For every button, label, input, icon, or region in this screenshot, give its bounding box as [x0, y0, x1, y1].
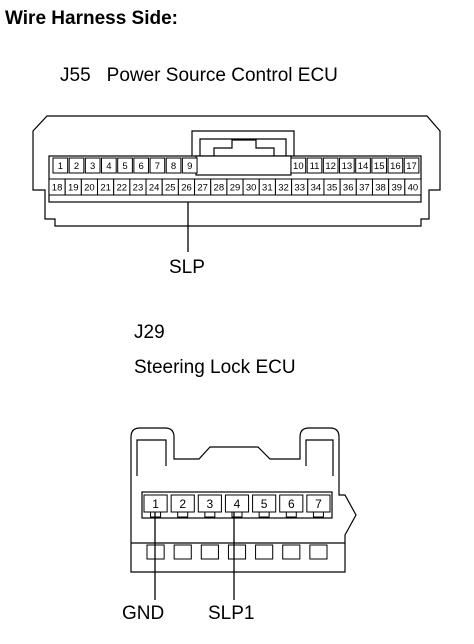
- j55-pin-6-number: 6: [139, 161, 144, 172]
- j55-pin-14-cell: [355, 157, 371, 174]
- j55-pin-4-cell: [101, 157, 117, 174]
- slp1-terminal-label: SLP1: [208, 603, 255, 624]
- j55-pin-3-cell: [84, 157, 101, 174]
- j55-pin-10-cell: [290, 157, 307, 174]
- j55-connector-label: J55 Power Source Control ECU: [60, 66, 338, 85]
- j29-pin-6-number: 6: [288, 497, 295, 511]
- j55-pin-15-cell: [371, 157, 388, 174]
- j55-pin-4-number: 4: [106, 161, 111, 172]
- j55-pin-11-cell: [306, 157, 323, 174]
- j55-pin-39-number: 39: [391, 182, 402, 193]
- j55-lock-tab: [213, 139, 275, 156]
- j55-pin-3-number: 3: [90, 161, 95, 172]
- j55-lock-inner: [199, 138, 287, 156]
- j29-slot-7: [309, 544, 328, 560]
- j29-connector-name: Steering Lock ECU: [134, 357, 296, 378]
- j55-pin-13-cell: [339, 157, 355, 174]
- j29-slot-2: [173, 544, 192, 560]
- j55-pin-8-number: 8: [171, 161, 176, 172]
- j29-slot-5: [255, 544, 274, 560]
- j29-pin-6-tab: [285, 511, 297, 518]
- j55-pin-33-number: 33: [294, 182, 305, 193]
- j55-pin-8-cell: [165, 157, 182, 174]
- j29-pin-1-number: 1: [152, 497, 159, 511]
- j29-right-latch: [305, 439, 334, 476]
- j55-pin-40-cell: [404, 178, 422, 196]
- j55-pin-12-cell: [322, 157, 339, 174]
- j55-pin-14-number: 14: [358, 161, 369, 172]
- j55-pin-16-number: 16: [390, 161, 401, 172]
- j55-pin-35-number: 35: [327, 182, 338, 193]
- j55-pin-21-number: 21: [100, 182, 111, 193]
- j29-slot-3: [200, 544, 219, 560]
- j29-pin-frame: [141, 491, 333, 519]
- j29-pin-2-number: 2: [179, 497, 186, 511]
- j29-pin-7-tab: [312, 511, 324, 518]
- j55-pin-7-number: 7: [155, 161, 160, 172]
- j29-pin-4-number: 4: [234, 497, 241, 511]
- j55-pin-19-number: 19: [68, 182, 79, 193]
- j55-pin-27-number: 27: [197, 182, 208, 193]
- j29-housing-outline: [130, 427, 357, 573]
- j29-slot-4: [227, 544, 247, 560]
- j55-pin-38-number: 38: [375, 182, 386, 193]
- j55-pin-6-cell: [133, 157, 150, 174]
- j55-pin-40-number: 40: [408, 182, 419, 193]
- j55-pin-5-cell: [117, 157, 133, 174]
- j55-pin-25-number: 25: [165, 182, 176, 193]
- j55-pin-1-cell: [52, 157, 69, 174]
- j55-pin-29-number: 29: [230, 182, 241, 193]
- j55-pin-30-number: 30: [246, 182, 257, 193]
- j55-pin-32-number: 32: [278, 182, 289, 193]
- j55-connector-name: Power Source Control ECU: [106, 65, 338, 86]
- j55-pin-17-cell: [403, 157, 420, 174]
- j55-pin-12-number: 12: [325, 161, 336, 172]
- j55-pin-2-number: 2: [74, 161, 79, 172]
- j55-pin-9-number: 9: [187, 161, 192, 172]
- j55-pin-28-number: 28: [214, 182, 225, 193]
- j55-pin-23-number: 23: [133, 182, 144, 193]
- j55-housing-outline: [32, 115, 441, 227]
- j29-connector: 1 2 3 4 5 6 7: [130, 427, 357, 573]
- j55-pin-24-number: 24: [149, 182, 160, 193]
- j55-center-gap: [195, 155, 292, 176]
- j55-pin-9-cell: [181, 157, 198, 174]
- j55-pin-5-number: 5: [122, 161, 127, 172]
- j55-pin-2-cell: [68, 157, 85, 174]
- j55-pin-17-number: 17: [406, 161, 417, 172]
- j29-pin-5-number: 5: [261, 497, 268, 511]
- j55-pin-31-number: 31: [262, 182, 273, 193]
- j55-lock-outer: [191, 130, 295, 156]
- j55-pin-22-number: 22: [116, 182, 127, 193]
- j55-pin-18-number: 18: [52, 182, 63, 193]
- j29-pin-7-number: 7: [315, 497, 322, 511]
- j29-pin-4-tab: [231, 511, 243, 518]
- j29-pin-3-tab: [204, 511, 216, 518]
- j55-pin-34-number: 34: [311, 182, 322, 193]
- j29-pin-3-number: 3: [207, 497, 214, 511]
- j55-pin-15-number: 15: [374, 161, 385, 172]
- j55-connector-code: J55: [60, 65, 91, 86]
- j55-pin-13-number: 13: [342, 161, 353, 172]
- j55-pin-20-number: 20: [84, 182, 95, 193]
- j29-pin-5-tab: [258, 511, 270, 518]
- slp-terminal-label: SLP: [169, 257, 205, 278]
- j29-pin-2-tab: [177, 511, 189, 518]
- j55-pin-10-number: 10: [293, 161, 304, 172]
- j29-slot-6: [282, 544, 301, 560]
- j55-pin-1-number: 1: [58, 161, 63, 172]
- j55-pin-36-number: 36: [343, 182, 354, 193]
- page-title: Wire Harness Side:: [5, 8, 179, 29]
- j55-pin-7-cell: [149, 157, 166, 174]
- j29-left-latch: [136, 439, 167, 476]
- gnd-terminal-label: GND: [122, 603, 165, 624]
- j55-pin-37-number: 37: [359, 182, 370, 193]
- j55-pin-11-number: 11: [310, 161, 320, 172]
- j55-pin-26-number: 26: [181, 182, 192, 193]
- j55-pin-16-cell: [387, 157, 404, 174]
- j29-connector-code: J29: [134, 322, 165, 343]
